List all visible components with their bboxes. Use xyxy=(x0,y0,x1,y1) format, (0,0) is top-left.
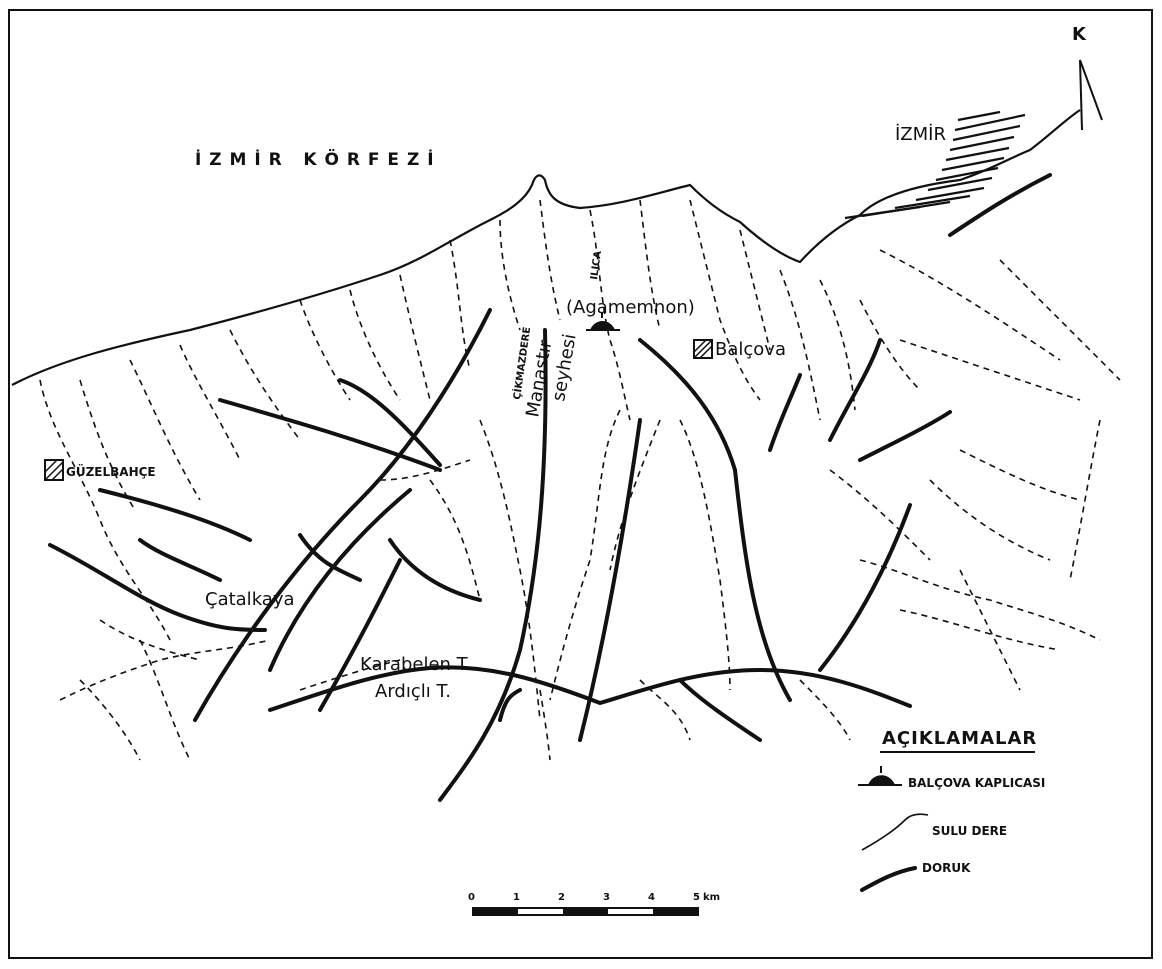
legend-label: SULU DERE xyxy=(932,824,1007,838)
place-label-karabelen: Karabelen T. xyxy=(360,654,471,675)
legend-stream-line-icon xyxy=(861,813,929,851)
north-arrow-icon xyxy=(1079,59,1103,131)
place-label-agamemnon: (Agamemnon) xyxy=(566,297,695,318)
scale-tick: 4 xyxy=(648,892,655,903)
coastline xyxy=(11,109,1081,386)
spring-icon xyxy=(586,312,620,331)
place-label-balcova: Balçova xyxy=(715,339,786,360)
map-frame xyxy=(8,9,1153,959)
legend-title: AÇIKLAMALAR xyxy=(882,728,1037,749)
place-label-izmir: İZMİR xyxy=(895,124,946,145)
izmir-city-hatch xyxy=(844,110,1026,220)
legend-label: BALÇOVA KAPLICASI xyxy=(908,776,1045,790)
scale-bar: 0 1 2 3 4 5 km xyxy=(468,892,720,916)
scale-unit: km xyxy=(703,892,720,903)
scale-tick: 1 xyxy=(513,892,520,903)
place-label-guzelbahce: GÜZELBAHÇE xyxy=(66,464,156,479)
town-marker-hatch xyxy=(44,459,64,481)
town-marker-balcova-hatch xyxy=(693,339,713,359)
legend-item-spring: BALÇOVA KAPLICASI xyxy=(858,766,1045,790)
stream-lines xyxy=(39,199,1121,761)
scale-tick: 5 xyxy=(693,892,700,903)
ridge-lines xyxy=(48,173,1052,802)
legend-item-ridge: DORUK xyxy=(860,861,971,892)
legend-spring-icon xyxy=(858,766,902,786)
legend-item-stream: SULU DERE xyxy=(861,813,1007,851)
scale-tick: 2 xyxy=(558,892,565,903)
scale-tick: 3 xyxy=(603,892,610,903)
place-label-ardicli: Ardıçlı T. xyxy=(375,681,451,702)
place-label-catalkaya: Çatalkaya xyxy=(205,589,295,610)
north-label: K xyxy=(1072,24,1087,45)
stream-label-ilica: ILICA xyxy=(589,250,604,280)
scale-tick: 0 xyxy=(468,892,475,903)
legend-label: DORUK xyxy=(922,861,971,875)
sea-label: İ Z M İ R K Ö R F E Z İ xyxy=(195,148,435,170)
legend-ridge-line-icon xyxy=(860,866,917,892)
